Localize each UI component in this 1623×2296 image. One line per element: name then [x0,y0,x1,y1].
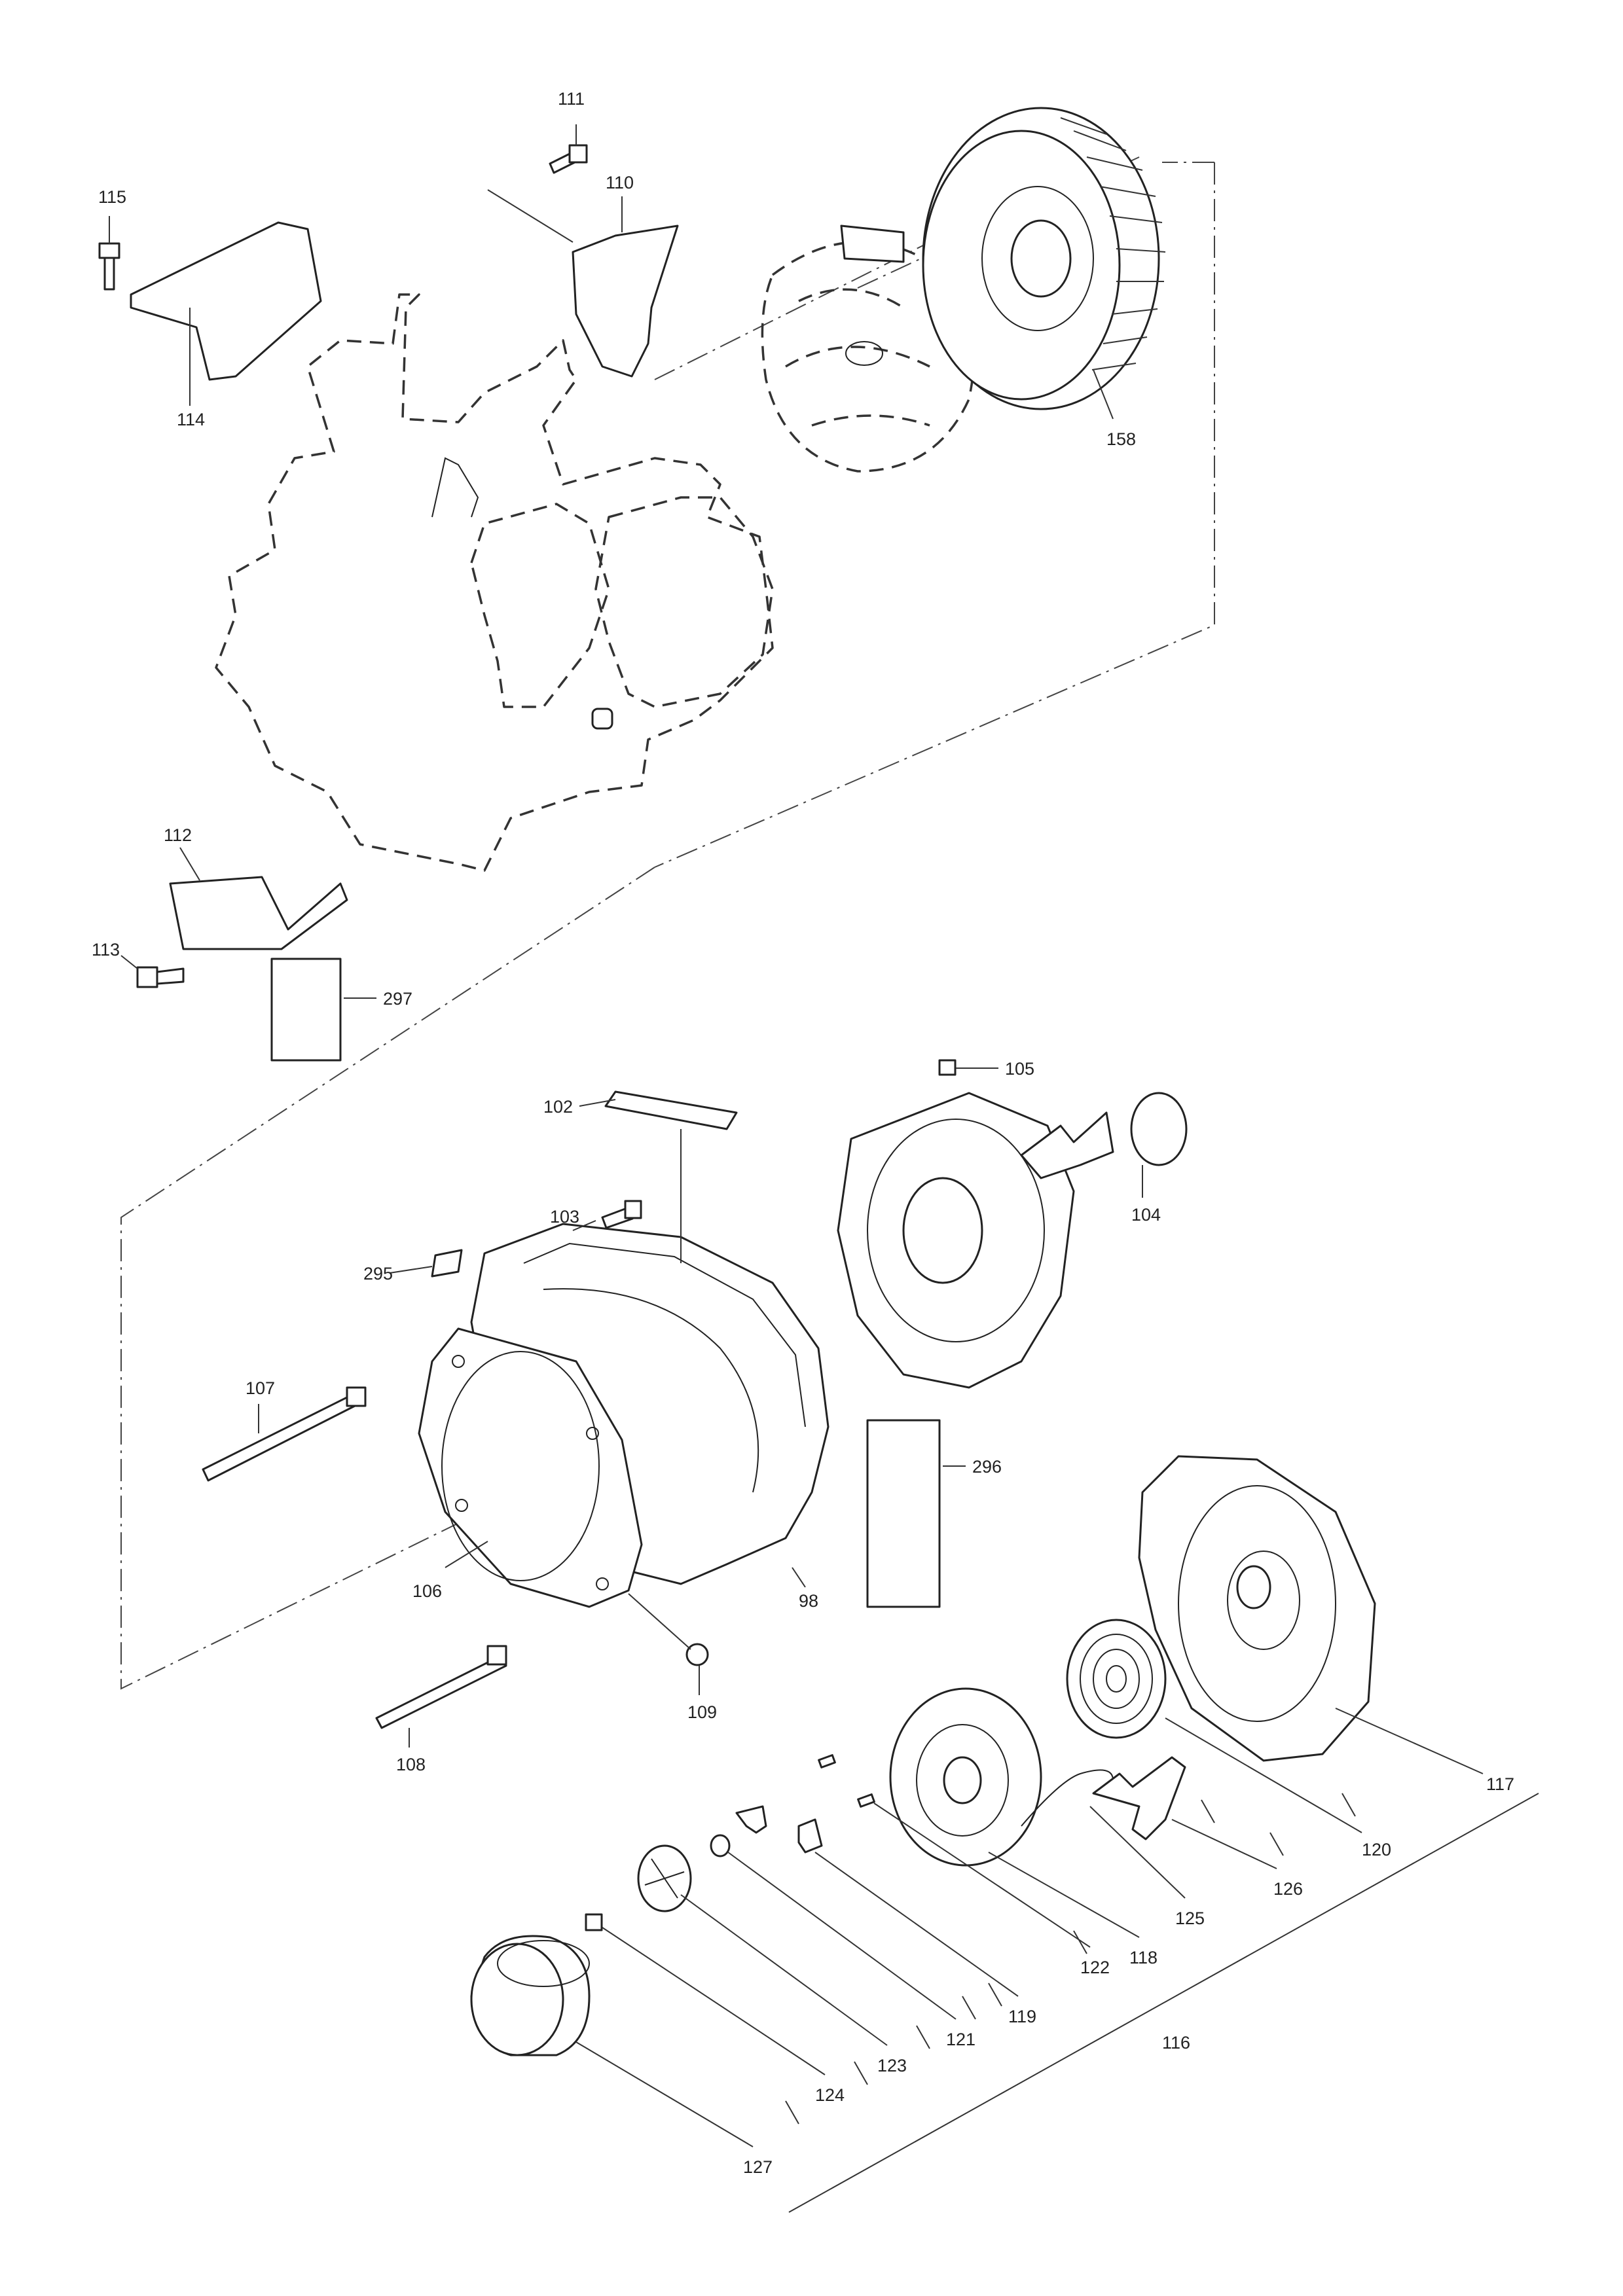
callout-109: 109 [687,1702,717,1722]
callout-124: 124 [815,2085,845,2105]
insulator-pad-296 [866,1419,941,1608]
screw-124 [585,1913,603,1931]
bolt-103 [601,1200,642,1229]
callout-110: 110 [606,173,634,192]
pin-122a [818,1754,836,1768]
flywheel [922,107,1166,410]
starter-handle [1092,1756,1186,1840]
assembly-bracket-116 [785,1793,1539,2213]
callout-296: 296 [972,1457,1002,1477]
insulator-pad-297 [270,958,342,1062]
callout-112: 112 [164,825,192,845]
callout-125: 125 [1175,1909,1205,1928]
callout-114: 114 [177,410,205,429]
callout-108: 108 [396,1755,426,1774]
callout-104: 104 [1131,1205,1161,1225]
callout-126: 126 [1273,1879,1303,1899]
bolt-111 [549,144,588,174]
bolt-115 [98,242,120,291]
callout-103: 103 [550,1207,579,1227]
callout-98: 98 [799,1591,818,1611]
callout-127: 127 [743,2157,773,2177]
callout-295: 295 [363,1264,393,1283]
friction-plate [637,1844,692,1912]
cap-disc-104 [1130,1092,1188,1166]
engine-outline-dashed [215,293,774,872]
cylinder-shroud [130,221,322,381]
callout-107: 107 [246,1378,275,1398]
stud-bolt-108 [375,1645,507,1729]
washer-121 [710,1834,731,1857]
assembly-axis-line-mid [120,183,1048,1690]
nut-109 [685,1643,709,1666]
nut-105 [938,1059,957,1076]
callout-115: 115 [98,187,126,207]
callout-113: 113 [92,940,120,960]
callout-122: 122 [1080,1958,1110,1977]
baffle-bracket [572,224,679,378]
warning-label-102 [604,1090,738,1130]
callout-119: 119 [1008,2007,1036,2026]
ignition-plate-dashed [761,224,976,473]
starter-cup [470,1935,591,2056]
callout-106: 106 [412,1581,442,1601]
callout-158: 158 [1106,429,1136,449]
starter-case [1138,1455,1376,1762]
engine-cover-plate [169,876,348,950]
callout-121: 121 [946,2030,976,2049]
label-295 [431,1249,463,1278]
starter-reel [889,1687,1127,1867]
pin-122b [857,1793,875,1808]
callout-120: 120 [1362,1840,1391,1859]
ratchet-119b [797,1818,823,1854]
callout-111: 111 [558,89,585,109]
callout-117: 117 [1486,1774,1514,1794]
callout-123: 123 [877,2056,907,2075]
backing-plate [418,1327,643,1608]
ratchet-119a [735,1805,767,1834]
stud-bolt-107 [202,1386,367,1482]
callout-118: 118 [1129,1948,1158,1967]
callout-labels: 111 110 115 114 158 112 113 297 102 105 … [92,89,1514,2177]
recoil-spring [1066,1619,1167,1739]
bolt-113 [136,966,185,988]
callout-105: 105 [1005,1059,1034,1079]
recoil-starter-assembly [837,1092,1114,1389]
leader-lines [109,124,1484,2147]
callout-116: 116 [1162,2033,1190,2053]
callout-102: 102 [543,1097,573,1117]
callout-297: 297 [383,989,412,1009]
